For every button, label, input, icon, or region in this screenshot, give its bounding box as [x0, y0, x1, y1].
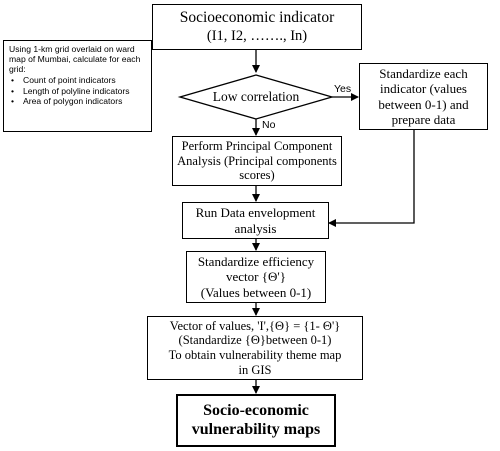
pca-box: Perform Principal Component Analysis (Pr… — [172, 136, 342, 186]
dea-line: analysis — [234, 220, 277, 236]
socioeconomic-indicator-box: Socioeconomic indicator (I1, I2, ……., In… — [152, 4, 362, 50]
note-bullet-item: Area of polygon indicators — [11, 96, 147, 106]
note-intro: Using 1-km grid overlaid on ward map of … — [9, 44, 141, 75]
vector-line: (Standardize {Θ}between 0-1) — [178, 333, 332, 348]
vector-line: To obtain vulnerability theme map — [168, 348, 342, 362]
standardize-line: between 0-1) and — [378, 96, 469, 112]
note-bullet-item: Count of point indicators — [11, 75, 147, 85]
pca-line: Perform Principal Component — [181, 138, 333, 153]
branch-yes-label: Yes — [334, 83, 352, 95]
pca-line: Analysis (Principal components — [177, 153, 337, 168]
efficiency-vector-box: Standardize efficiency vector {Θ'} (Valu… — [186, 251, 326, 303]
standardize-line: Standardize each — [379, 65, 468, 81]
efficiency-line: vector {Θ'} — [226, 269, 286, 285]
vulnerability-vector-box: Vector of values, 'I',{Θ} = {1- Θ'} (Sta… — [147, 316, 363, 380]
branch-no-label: No — [262, 119, 276, 131]
note-bullet-item: Length of polyline indicators — [11, 86, 147, 96]
note-bullet-list: Count of point indicators Length of poly… — [9, 75, 147, 106]
title-line-1: Socioeconomic indicator — [179, 9, 335, 27]
final-line: Socio-economic — [203, 401, 309, 419]
standardize-line: prepare data — [391, 111, 456, 127]
grid-method-note: Using 1-km grid overlaid on ward map of … — [3, 40, 152, 132]
vulnerability-maps-box: Socio-economic vulnerability maps — [176, 394, 336, 447]
decision-label: Low correlation — [212, 89, 300, 104]
efficiency-line: (Values between 0-1) — [200, 284, 312, 300]
vector-line: Vector of values, 'I',{Θ} = {1- Θ'} — [169, 318, 341, 333]
vector-line: in GIS — [238, 362, 272, 377]
dea-line: Run Data envelopment — [195, 205, 316, 221]
standardize-line: indicator (values — [380, 81, 467, 97]
title-line-2: (I1, I2, ……., In) — [206, 27, 308, 44]
efficiency-line: Standardize efficiency — [197, 254, 315, 269]
pca-line: scores) — [239, 168, 275, 183]
standardize-indicator-box: Standardize each indicator (values betwe… — [359, 63, 488, 130]
data-envelopment-analysis-box: Run Data envelopment analysis — [182, 202, 329, 239]
final-line: vulnerability maps — [191, 420, 321, 438]
arrow-standardize-to-dea — [328, 130, 415, 227]
